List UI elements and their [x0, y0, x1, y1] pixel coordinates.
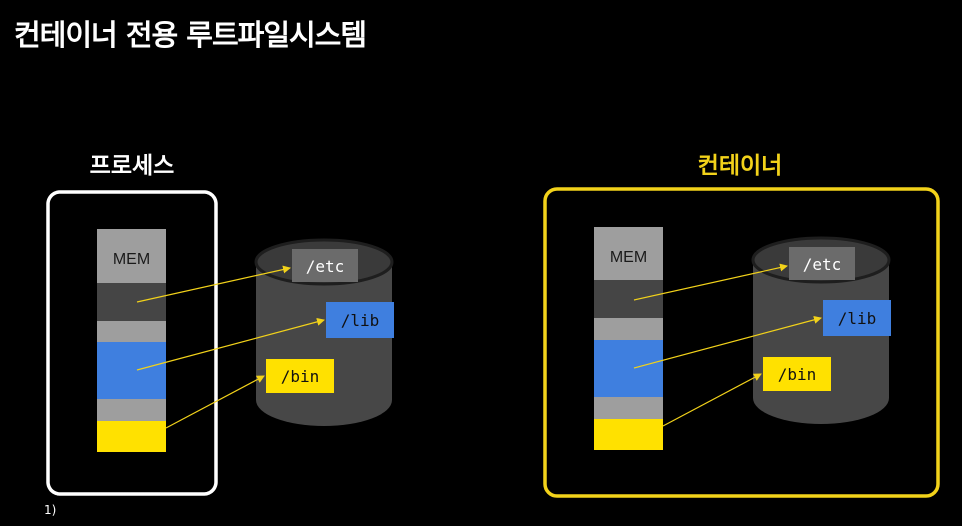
mem-lib-segment [97, 342, 166, 399]
mem-lib-segment [594, 340, 663, 397]
mem-label: MEM [113, 251, 150, 268]
arrow-lib [136, 317, 325, 371]
process-group: 프로세스 MEM /etc /lib /bin [46, 153, 394, 496]
etc-label: /etc [803, 255, 842, 274]
mem-free-segment-2 [97, 399, 166, 421]
lib-folder [823, 300, 891, 336]
mem-free-segment [594, 318, 663, 340]
bin-folder [266, 359, 334, 393]
arrow-bin [662, 373, 762, 427]
process-frame [46, 190, 218, 496]
mem-bin-segment [97, 421, 166, 452]
etc-folder [292, 249, 358, 282]
footnote: 1) [44, 503, 57, 517]
bin-folder [763, 357, 831, 391]
cylinder-body [256, 262, 392, 426]
cylinder-body [753, 260, 889, 424]
mem-etc-segment [97, 283, 166, 321]
mem-label-block [594, 227, 663, 280]
lib-label: /lib [838, 309, 877, 328]
page-title: 컨테이너 전용 루트파일시스템 [14, 18, 367, 52]
etc-folder [789, 247, 855, 280]
container-disk-cylinder: /etc /lib /bin [751, 236, 891, 424]
bin-label: /bin [778, 365, 817, 384]
lib-folder [326, 302, 394, 338]
container-group: 컨테이너 MEM /etc /lib /bin [543, 153, 940, 498]
lib-label: /lib [341, 311, 380, 330]
mem-bin-segment [594, 419, 663, 450]
mem-etc-segment [594, 280, 663, 318]
process-heading: 프로세스 [90, 153, 175, 179]
container-heading: 컨테이너 [698, 153, 783, 179]
mem-free-segment [97, 321, 166, 342]
container-memory-stack: MEM [594, 227, 663, 450]
arrow-lib [633, 315, 822, 369]
mem-label: MEM [610, 249, 647, 266]
arrow-etc [136, 265, 291, 303]
container-frame [543, 187, 940, 498]
bin-label: /bin [281, 367, 320, 386]
etc-label: /etc [306, 257, 345, 276]
arrow-bin [165, 375, 265, 429]
process-memory-stack: MEM [97, 229, 166, 452]
mem-label-block [97, 229, 166, 283]
mem-free-segment-2 [594, 397, 663, 419]
arrow-etc [633, 263, 788, 301]
